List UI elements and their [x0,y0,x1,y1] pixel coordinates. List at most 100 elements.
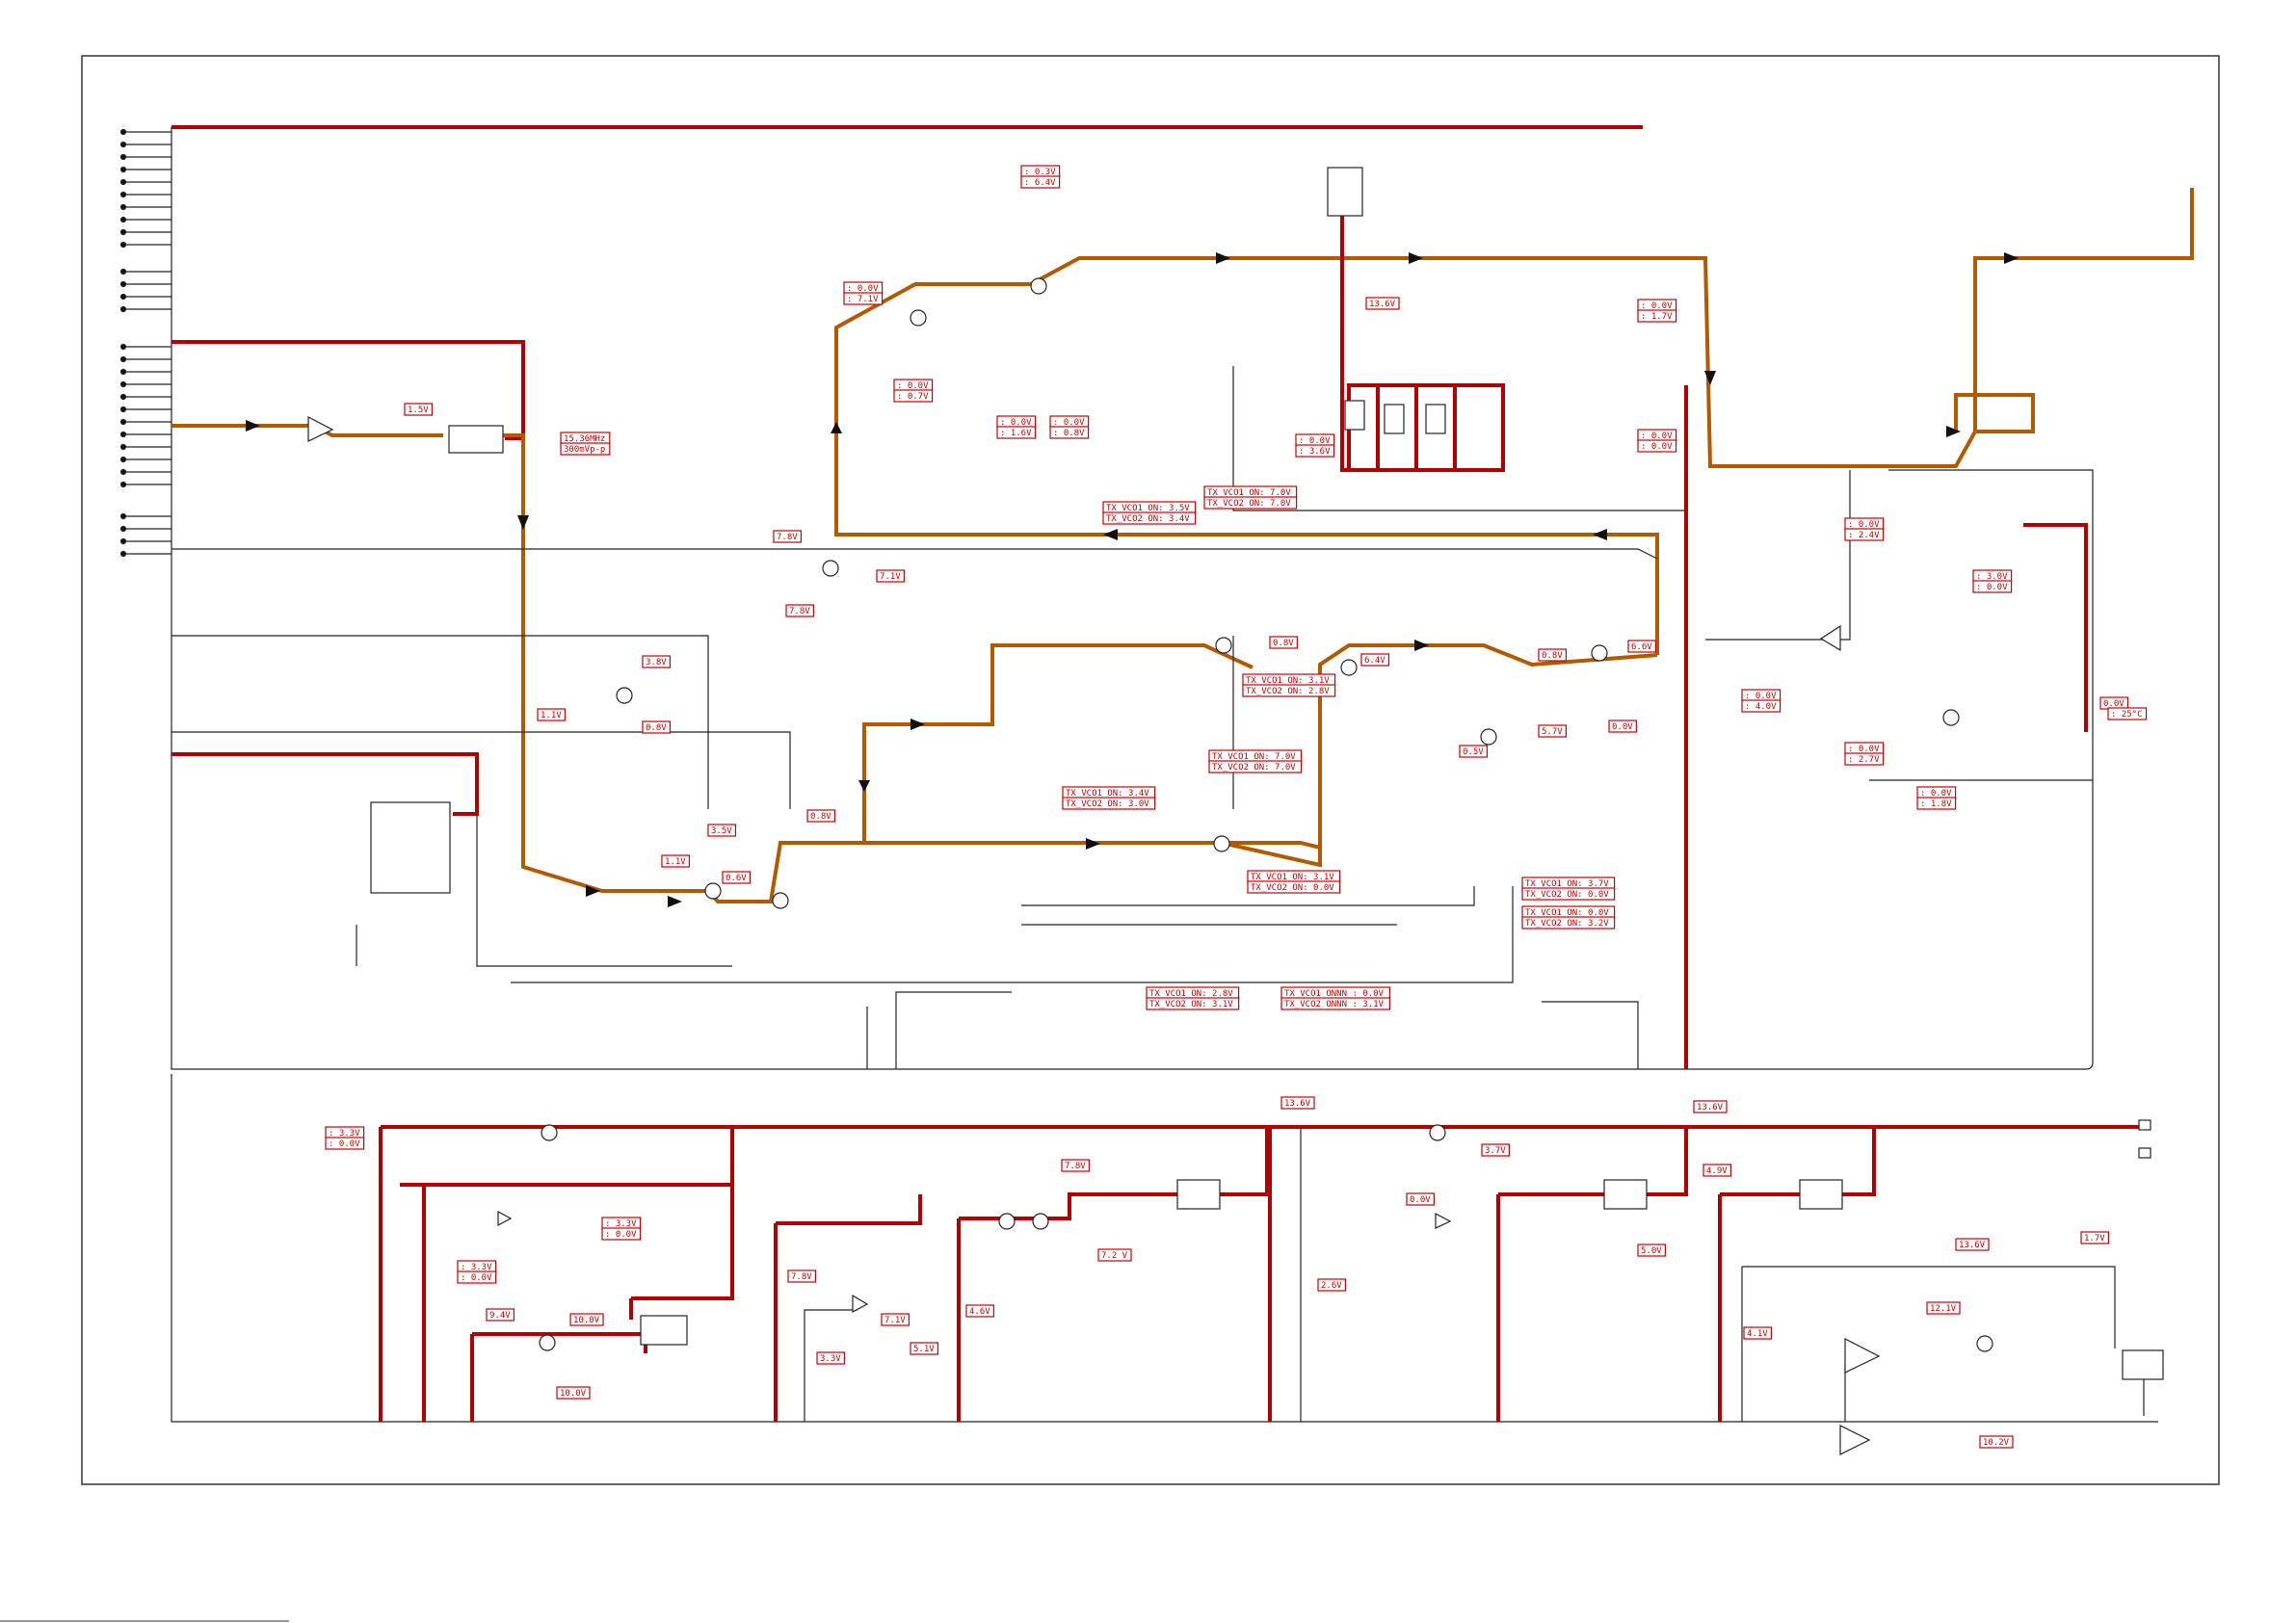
voltage-label-text: 7.8V [791,1272,812,1282]
voltage-label-box [876,569,905,583]
voltage-label: : 1.8V [1916,797,1957,810]
voltage-label: 4.1V [1743,1326,1772,1340]
voltage-label: : 4.0V [1741,699,1781,713]
voltage-label-box [1637,439,1677,453]
voltage-label-text: : 0.7V [897,392,929,402]
voltage-label-text: : 3.6V [1299,447,1331,457]
voltage-label-box [1317,1278,1346,1292]
voltage-label-text: : 0.0V [1299,436,1331,446]
voltage-label: TX_VCO2 ON: 0.0V [1521,887,1616,901]
voltage-label-box [1269,636,1298,649]
voltage-label: 10.0V [556,1386,591,1400]
voltage-label: : 0.0V [1741,689,1781,702]
voltage-label: TX_VCO2 ON: 0.0V [1247,880,1341,894]
voltage-label-box [1061,1159,1090,1172]
voltage-label: : 2.4V [1844,528,1885,541]
voltage-label: : 0.0V [1972,580,2013,593]
voltage-label-box [1702,1164,1731,1177]
voltage-label-box [1481,1143,1510,1157]
voltage-label-text: 13.6V [1369,300,1396,309]
voltage-label-text: : 0.0V [1053,418,1085,428]
voltage-label: 13.6V [1693,1100,1728,1113]
voltage-label-text: 13.6V [1284,1099,1311,1109]
voltage-label: 4.9V [1702,1164,1731,1177]
voltage-label-text: 0.8V [1542,651,1563,661]
voltage-label-box [569,1313,604,1326]
voltage-label-box [1627,640,1656,653]
voltage-label: 9.4V [486,1308,515,1322]
power-branch-rails [379,1127,1876,1422]
voltage-label-box [404,403,433,416]
voltage-label: TX_VCO1 ON: 2.8V [1146,986,1240,1000]
voltage-label: 3.8V [642,655,671,668]
voltage-label-text: TX_VCO2 ON: 3.0V [1066,799,1149,809]
voltage-label-text: 3.7V [1485,1146,1506,1156]
voltage-label-box [881,1313,910,1326]
voltage-label-box [1049,426,1090,439]
pa-module [1327,167,1363,217]
lower-thin-wires [804,1127,2145,1422]
voltage-label-text: : 1.8V [1920,799,1952,809]
voltage-label: 3.3V [816,1351,845,1365]
voltage-label: 300mVp-p [560,442,611,456]
connector-block [2122,1349,2164,1380]
voltage-label-text: : 0.0V [897,381,929,391]
voltage-label: : 0.0V [457,1270,497,1284]
voltage-label-text: : 0.0V [1641,442,1673,452]
voltage-label-text: : 6.4V [1024,178,1056,188]
voltage-label: : 0.0V [1049,415,1090,429]
voltage-label-text: : 25°C [2111,710,2143,720]
voltage-label: : 6.4V [1020,175,1061,189]
voltage-label-text: 13.6V [1959,1241,1986,1250]
voltage-label-box [1203,496,1298,510]
voltage-label: : 0.0V [893,379,934,392]
voltage-label-text: 0.5V [1463,747,1484,757]
voltage-label-box [1365,297,1400,310]
voltage-label-text: 0.8V [646,723,667,733]
voltage-label: TX_VCO2 ON: 3.4V [1102,511,1197,525]
voltage-label: TX_VCO1 ON: 3.1V [1242,673,1336,687]
voltage-label-text: TX_VCO2 ON: 0.0V [1251,883,1334,893]
voltage-label-box [642,655,671,668]
voltage-label: 7.8V [773,530,802,543]
voltage-label: : 0.0V [1916,786,1957,799]
voltage-label: 7.1V [881,1313,910,1326]
voltage-label-text: TX_VCO1 ON: 7.0V [1207,488,1291,498]
voltage-label-text: TX_VCO1 ON: 3.1V [1251,873,1334,882]
voltage-label-text: TX_VCO2 ON: 3.2V [1525,919,1609,929]
voltage-label-text: TX_VCO2 ONNN : 3.1V [1284,1000,1385,1009]
voltage-label-text: : 4.0V [1745,702,1777,712]
voltage-label: 7.2 V [1097,1248,1132,1262]
voltage-label-text: 7.8V [789,607,810,616]
voltage-label-box [1521,916,1616,929]
voltage-label: : 0.0V [1295,433,1335,447]
voltage-label-text: TX_VCO1 ONNN : 0.0V [1284,989,1385,999]
voltage-label: 1.7V [2080,1231,2109,1244]
voltage-label: 5.7V [1538,724,1567,738]
voltage-label: 1.1V [661,854,690,868]
opamps [307,416,1881,1455]
voltage-label-box [457,1270,497,1284]
voltage-label: 0.8V [1269,636,1298,649]
left-connector-pins [119,128,172,558]
voltage-label-text: 1.1V [541,711,562,720]
voltage-label: TX_VCO1 ON: 7.0V [1203,485,1298,499]
voltage-label-text: 5.7V [1542,727,1563,737]
voltage-label-box [1743,1326,1772,1340]
voltage-label-text: 300mVp-p [564,445,605,455]
voltage-label: : 2.7V [1844,752,1885,766]
regulator-ic-4 [1799,1179,1843,1210]
voltage-label: : 3.6V [1295,444,1335,458]
voltage-label: 3.7V [1481,1143,1510,1157]
voltage-label-box [560,442,611,456]
voltage-label-text: : 3.0V [1976,572,2008,582]
voltage-label-text: : 2.7V [1848,755,1880,765]
voltage-label: 7.8V [787,1270,816,1283]
dc-jack-1 [2138,1119,2151,1131]
regulator-ic-1 [640,1315,688,1346]
pa-output-path [1349,256,2035,468]
pa-relay-3 [1425,404,1446,434]
voltage-label: 3.5V [707,824,736,837]
